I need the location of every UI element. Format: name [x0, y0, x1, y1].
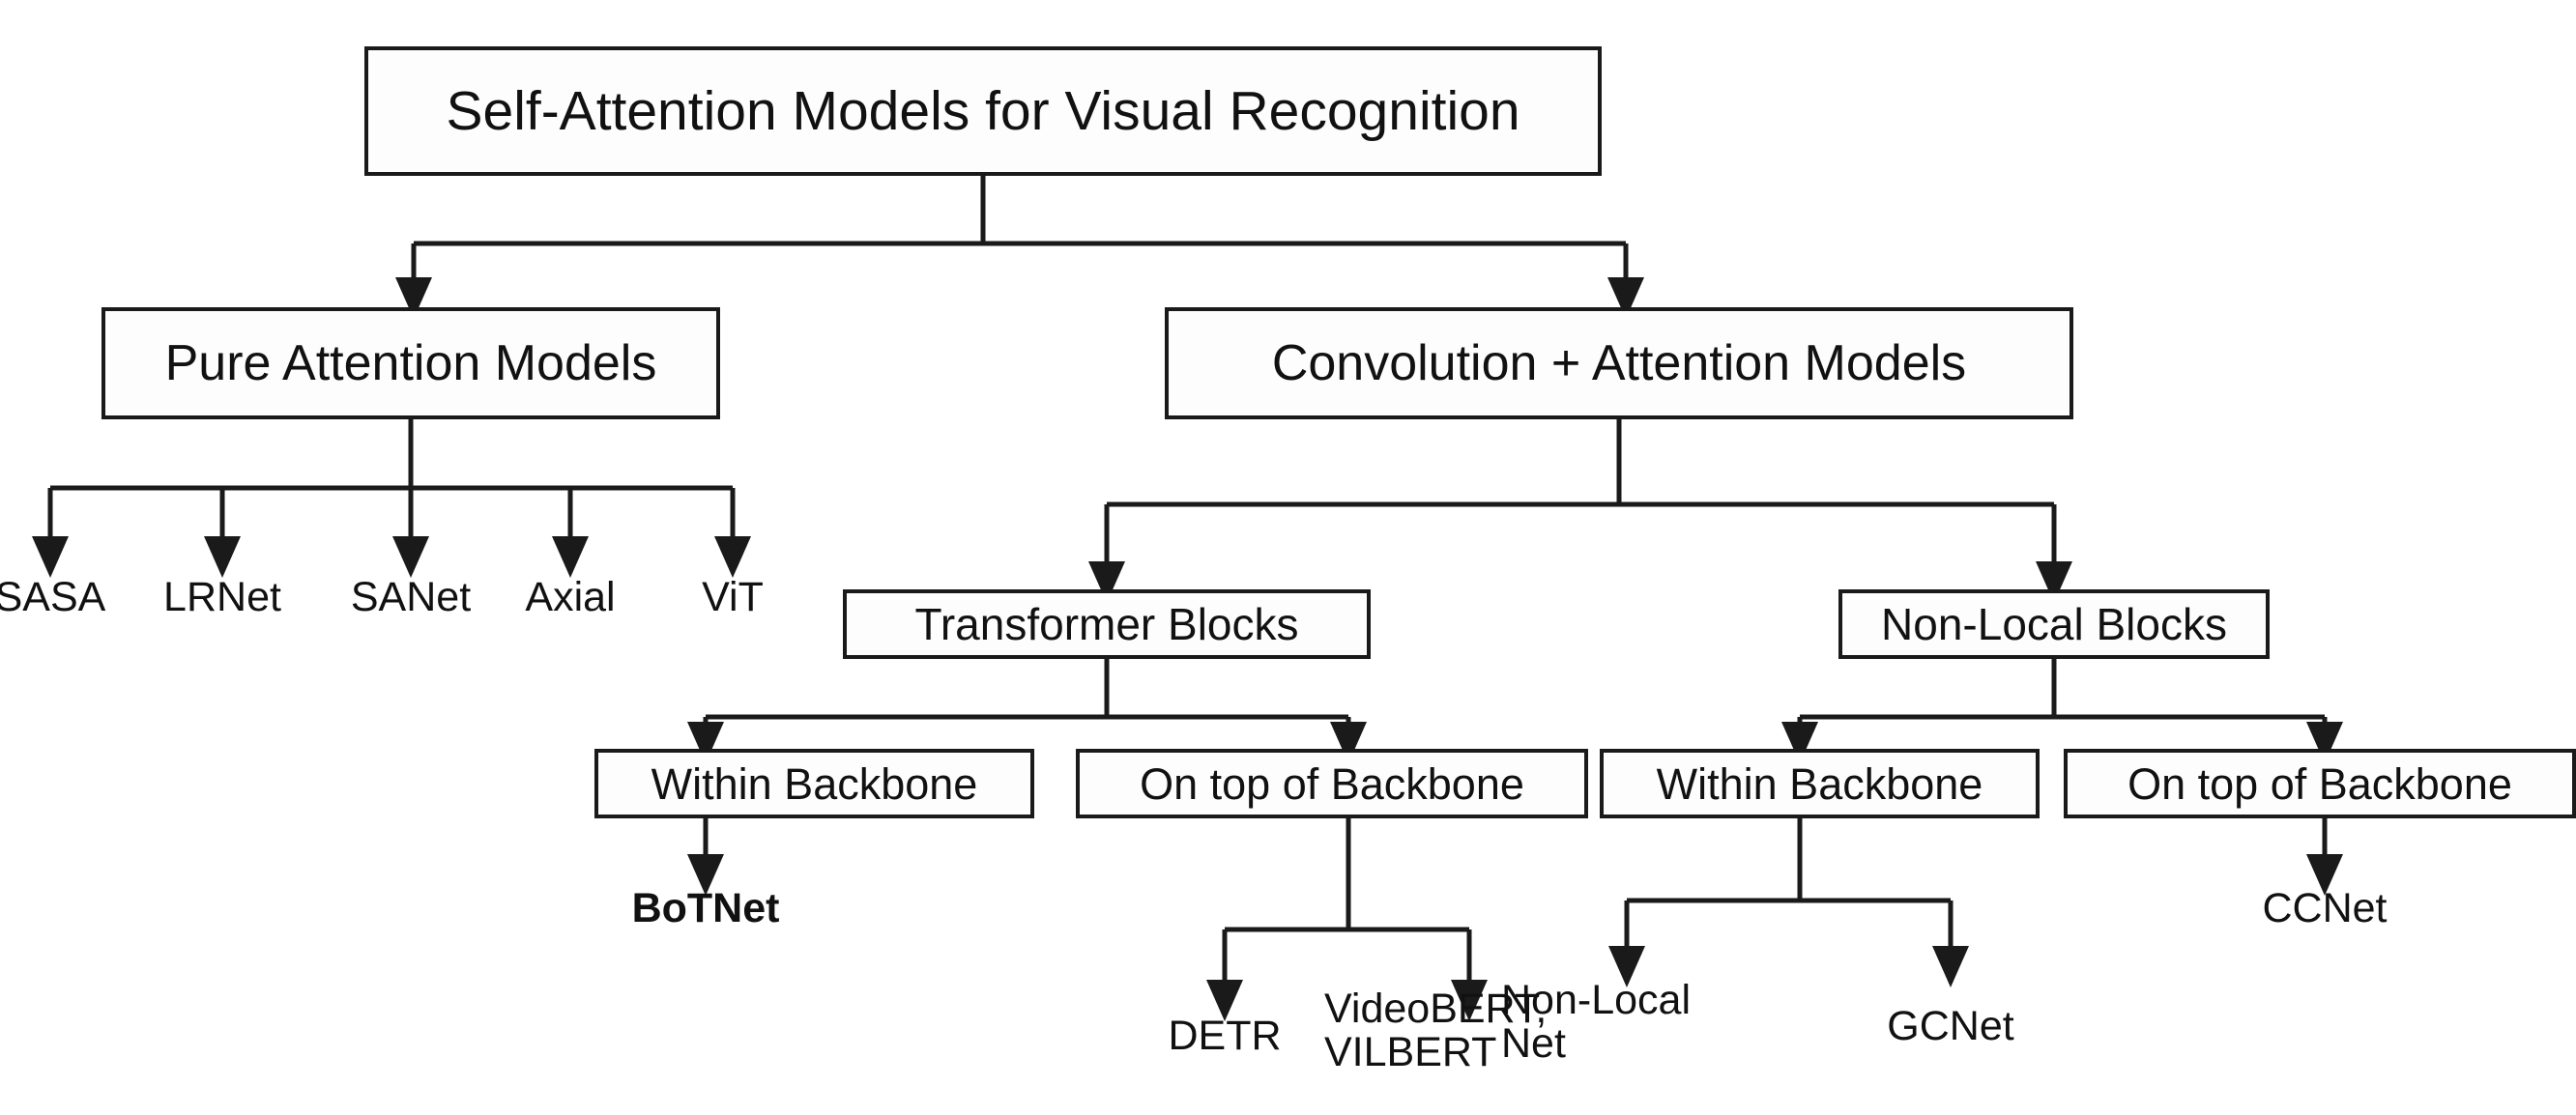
leaf-ccnet-label: CCNet — [2262, 885, 2388, 931]
node-within-backbone-transformer[interactable]: Within Backbone — [594, 749, 1034, 818]
node-on-top-of-backbone-nonlocal-label: On top of Backbone — [2127, 758, 2512, 809]
node-non-local-blocks-label: Non-Local Blocks — [1881, 599, 2227, 649]
leaf-lrnet-label: LRNet — [163, 574, 281, 620]
leaf-ccnet[interactable]: CCNet — [2209, 885, 2441, 931]
leaf-gcnet-label: GCNet — [1887, 1003, 2014, 1049]
leaf-non-local-net-label-line2: Net — [1501, 1020, 1566, 1068]
node-root-label: Self-Attention Models for Visual Recogni… — [446, 79, 1520, 142]
node-transformer-blocks-label: Transformer Blocks — [914, 599, 1299, 649]
node-pure-attention-models[interactable]: Pure Attention Models — [101, 307, 720, 419]
node-convolution-attention-models-label: Convolution + Attention Models — [1271, 335, 1967, 391]
leaf-detr[interactable]: DETR — [1128, 1013, 1321, 1059]
node-non-local-blocks[interactable]: Non-Local Blocks — [1838, 589, 2270, 659]
leaf-videobert-vilbert-label-line1: VideoBERT, — [1324, 986, 1548, 1032]
node-within-backbone-transformer-label: Within Backbone — [651, 758, 978, 809]
leaf-videobert-vilbert-label-line2: VILBERT — [1324, 1029, 1497, 1076]
node-transformer-blocks[interactable]: Transformer Blocks — [843, 589, 1371, 659]
leaf-sanet[interactable]: SANet — [314, 574, 507, 620]
leaf-vit[interactable]: ViT — [636, 574, 829, 620]
leaf-sasa-label: SASA — [0, 574, 106, 620]
leaf-non-local-net[interactable]: Non-Local Net — [1501, 977, 1752, 1068]
leaf-non-local-net-label-line1: Non-Local — [1501, 977, 1691, 1023]
leaf-axial-label: Axial — [525, 574, 616, 620]
leaf-videobert-vilbert[interactable]: VideoBERT, VILBERT — [1324, 986, 1614, 1076]
node-on-top-of-backbone-transformer-label: On top of Backbone — [1140, 758, 1524, 809]
leaf-sanet-label: SANet — [350, 574, 472, 620]
node-pure-attention-models-label: Pure Attention Models — [164, 335, 657, 391]
leaf-vit-label: ViT — [702, 574, 764, 620]
node-convolution-attention-models[interactable]: Convolution + Attention Models — [1165, 307, 2073, 419]
node-within-backbone-nonlocal-label: Within Backbone — [1656, 758, 1983, 809]
leaf-lrnet[interactable]: LRNet — [126, 574, 319, 620]
leaf-gcnet[interactable]: GCNet — [1835, 1003, 2067, 1049]
leaf-axial[interactable]: Axial — [474, 574, 667, 620]
leaf-botnet-label: BoTNet — [631, 885, 780, 931]
node-on-top-of-backbone-nonlocal[interactable]: On top of Backbone — [2064, 749, 2576, 818]
node-within-backbone-nonlocal[interactable]: Within Backbone — [1600, 749, 2040, 818]
node-on-top-of-backbone-transformer[interactable]: On top of Backbone — [1076, 749, 1588, 818]
leaf-sasa[interactable]: SASA — [0, 574, 147, 620]
leaf-detr-label: DETR — [1168, 1013, 1282, 1059]
leaf-botnet[interactable]: BoTNet — [561, 885, 851, 931]
node-root[interactable]: Self-Attention Models for Visual Recogni… — [364, 46, 1602, 176]
